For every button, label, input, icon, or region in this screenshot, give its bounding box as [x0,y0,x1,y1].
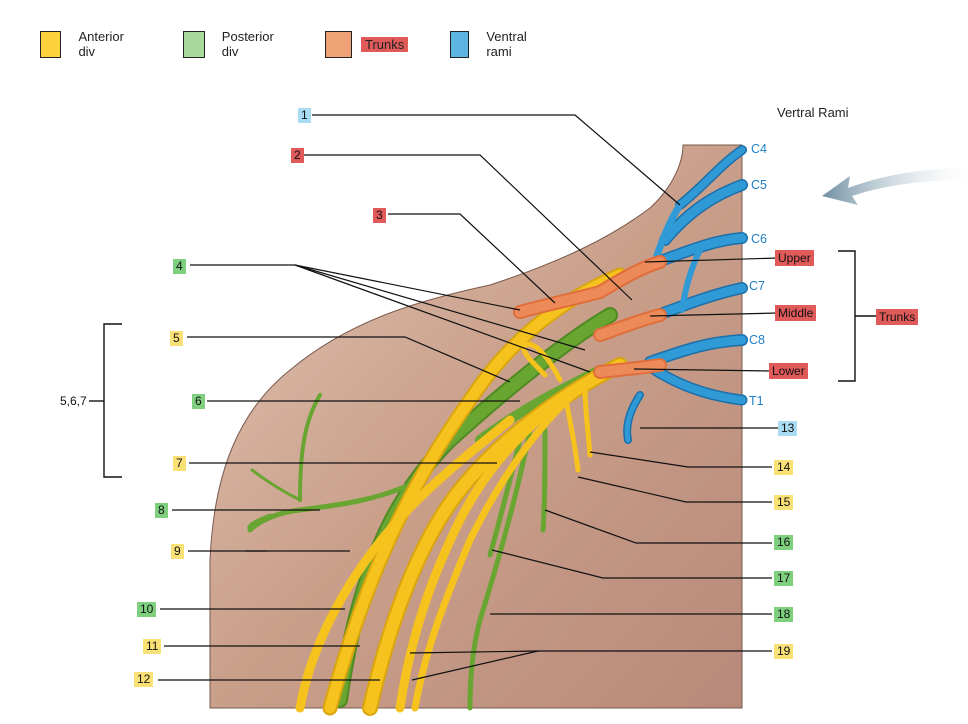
leader-lines [158,114,779,681]
tag-19: 19 [774,644,794,659]
legend-label-posterior: Posterior div [221,29,274,59]
legend-swatch-anterior [40,30,62,58]
legend-label-anterior: Anterior div [78,29,124,59]
level-t1: T1 [749,394,764,408]
trunk-label-middle: Middle [775,305,817,321]
tag-18: 18 [774,607,794,622]
legend-label-ventral: Ventral rami [486,29,527,59]
tag-2: 2 [291,148,304,163]
tag-7: 7 [173,456,186,471]
tag-11: 11 [143,639,162,654]
tag-10: 10 [137,602,157,617]
tag-14: 14 [774,460,794,475]
level-c8: C8 [749,333,765,347]
tag-16: 16 [774,535,794,550]
level-c7: C7 [749,279,765,293]
legend-swatch-posterior [183,30,205,58]
tag-8: 8 [155,503,168,518]
group-bracket-label: 5,6,7 [60,394,87,408]
trunk-label-lower: Lower [769,363,808,379]
tag-6: 6 [192,394,205,409]
trunk-label-upper: Upper [775,250,814,266]
bracket-5-6-7 [103,323,122,478]
tag-12: 12 [134,672,154,687]
tag-9: 9 [171,544,184,559]
tag-13: 13 [778,421,798,436]
tag-17: 17 [774,571,794,586]
legend-swatch-trunks [325,30,352,58]
tag-5: 5 [170,331,183,346]
level-c5: C5 [751,178,767,192]
legend-label-trunks: Trunks [361,36,409,52]
tag-3: 3 [373,208,386,223]
legend-item-posterior: Posterior div [183,29,279,59]
ventral-rami-title: Vertral Rami [777,105,849,120]
bracket-trunks [838,250,856,382]
tag-4: 4 [173,259,186,274]
legend-item-ventral: Ventral rami [450,29,534,59]
tag-15: 15 [774,495,794,510]
legend-item-trunks: Trunks [325,30,409,58]
trunks-bracket-label: Trunks [876,309,919,325]
level-c4: C4 [751,142,767,156]
level-c6: C6 [751,232,767,246]
legend-item-anterior: Anterior div [40,29,130,59]
tag-1: 1 [298,108,311,123]
curved-arrow-icon [822,168,968,205]
legend-swatch-ventral [450,30,470,58]
